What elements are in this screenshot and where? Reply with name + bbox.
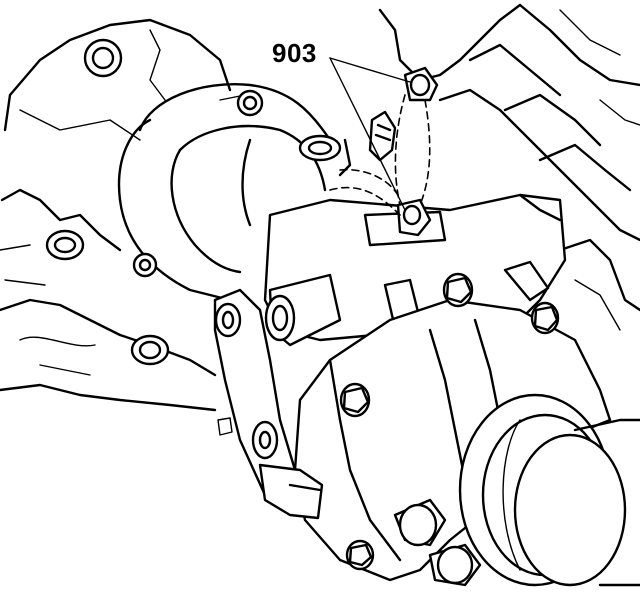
transmission-case <box>0 18 232 412</box>
output-housing <box>258 272 612 587</box>
callout-leader-lines <box>329 57 411 211</box>
ribbed-housing <box>378 3 640 331</box>
adapter-housing <box>263 193 567 347</box>
harness-connector <box>329 66 439 237</box>
bell-housing <box>117 83 332 302</box>
upper-bolt-bosses <box>45 38 342 366</box>
mounting-bracket <box>213 288 297 502</box>
callout-label-903: 903 <box>272 38 317 68</box>
drive-shaft-flange <box>458 393 640 587</box>
